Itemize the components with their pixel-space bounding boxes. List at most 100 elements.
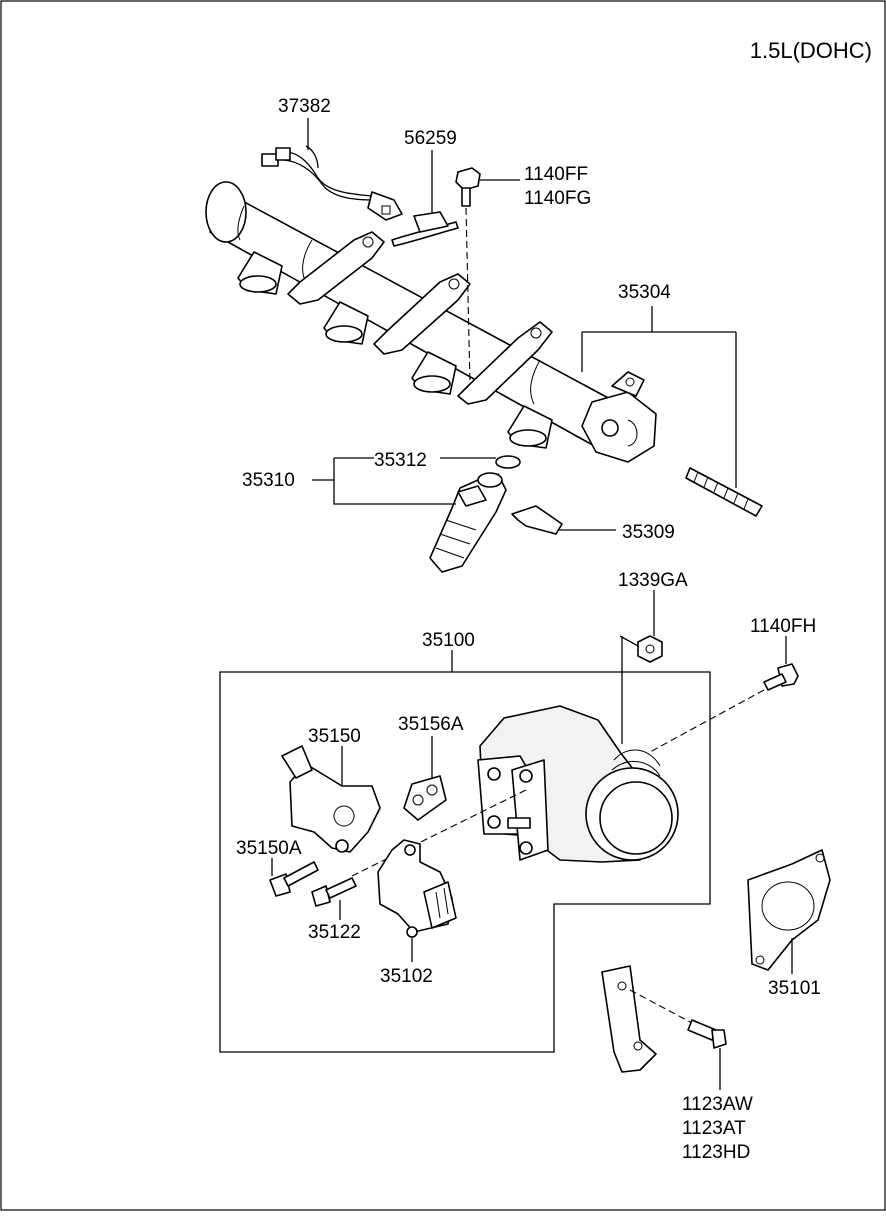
tps-connector xyxy=(423,881,457,929)
mounting-bracket xyxy=(601,965,657,1073)
label-1140fg: 1140FG xyxy=(524,188,591,209)
bolt-1140ff xyxy=(455,167,520,385)
mount-hole-1 xyxy=(487,767,501,781)
clamp-head xyxy=(413,211,449,233)
injector-cup-4-base xyxy=(509,429,547,447)
gasket-35156a xyxy=(403,736,447,821)
label-37382: 37382 xyxy=(278,96,331,117)
label-1123aw: 1123AW xyxy=(682,1094,753,1115)
screws xyxy=(269,789,527,920)
label-56259: 56259 xyxy=(404,128,457,149)
throttle-bore-inner xyxy=(599,781,673,855)
throttle-shaft xyxy=(507,817,531,829)
wiring-harness-37382 xyxy=(261,118,403,221)
bracket-bolt-dash xyxy=(629,989,695,1025)
bracket-bolt-head xyxy=(711,1029,727,1049)
fuel-rail-group xyxy=(205,181,657,463)
rail-bracket-1 xyxy=(287,231,385,305)
nut-hole xyxy=(645,644,655,654)
throttle-gasket-bore xyxy=(761,881,815,931)
bracket-bolt-shank xyxy=(687,1019,717,1041)
flange-port xyxy=(627,419,638,447)
label-1140ff: 1140FF xyxy=(524,164,588,185)
bolt-dash-line xyxy=(465,207,471,385)
throttle-side-plate xyxy=(511,759,549,861)
mounting-bracket-hole-2 xyxy=(633,1041,643,1051)
idle-speed-actuator-35150 xyxy=(281,745,381,853)
actuator-body xyxy=(289,763,381,853)
label-1123hd: 1123HD xyxy=(682,1142,750,1163)
leader-35304 xyxy=(581,306,737,488)
gasket-outline xyxy=(403,775,447,821)
label-35122: 35122 xyxy=(308,922,361,943)
stud-35304 xyxy=(581,306,763,517)
rail-ring-1 xyxy=(237,205,245,241)
harness-wire-a xyxy=(281,151,373,197)
bolt-1140fh xyxy=(649,636,799,753)
label-35101: 35101 xyxy=(768,978,821,999)
leader-35310 xyxy=(312,457,456,505)
label-35312: 35312 xyxy=(374,450,427,471)
nut-leader-line xyxy=(619,635,639,744)
harness-connector-2 xyxy=(275,147,291,161)
gasket-hole-2 xyxy=(426,784,438,796)
mounting-bracket-hole-1 xyxy=(617,981,627,991)
label-35100: 35100 xyxy=(422,630,475,651)
label-1123at: 1123AT xyxy=(682,1118,746,1139)
o-ring-35312 xyxy=(495,455,521,469)
rail-bracket-4 xyxy=(611,371,645,397)
harness-wire-c xyxy=(305,145,319,169)
flange-hole xyxy=(601,419,619,437)
throttle-gasket-outline xyxy=(747,849,831,971)
label-1140fh: 1140FH xyxy=(750,616,816,637)
injector-top xyxy=(477,472,503,488)
connector-3-pin xyxy=(381,205,391,215)
bracket-hole-3 xyxy=(530,327,542,339)
label-35156a: 35156A xyxy=(398,714,464,735)
rail-bracket-2 xyxy=(373,273,471,355)
throttle-position-sensor-35102 xyxy=(377,839,457,962)
bracket-hole-4 xyxy=(625,377,635,387)
nut xyxy=(637,635,663,663)
bracket-and-bolt-1123 xyxy=(601,965,727,1090)
actuator-mount-hole xyxy=(335,839,349,853)
label-35304: 35304 xyxy=(618,282,671,303)
gasket-35101-hole-2 xyxy=(755,955,765,965)
mount-hole-2 xyxy=(487,815,501,829)
screw-35122-shank xyxy=(325,877,357,899)
bolt-shank xyxy=(461,187,471,207)
harness-wire-b xyxy=(283,159,375,201)
label-35150: 35150 xyxy=(308,726,361,747)
side-plate-hole-1 xyxy=(519,769,533,783)
nut-1339ga xyxy=(619,590,663,744)
label-35309: 35309 xyxy=(622,522,675,543)
rail-bracket-3 xyxy=(457,321,553,405)
label-35310: 35310 xyxy=(242,470,295,491)
injector-cup-3-base xyxy=(413,375,451,393)
clip-35309 xyxy=(511,505,563,535)
bolt-head xyxy=(455,167,481,191)
tps-mount-hole-bottom xyxy=(406,926,418,938)
assembly-box-35100 xyxy=(219,671,711,1053)
gasket-hole-1 xyxy=(412,794,424,806)
gasket-35101 xyxy=(747,849,831,974)
screw-35150a-shank xyxy=(283,861,319,887)
throttle-body xyxy=(477,705,679,863)
bracket-hole-1 xyxy=(362,236,374,248)
stud-thread xyxy=(693,471,749,510)
injector-group xyxy=(312,455,616,573)
injector-grooves xyxy=(435,519,477,559)
label-35150a: 35150A xyxy=(236,838,302,859)
rail-end-cap xyxy=(205,181,247,243)
rail-ring-3 xyxy=(530,359,541,405)
screw-35122-head xyxy=(311,885,331,907)
bracket-hole-2 xyxy=(448,278,460,290)
engine-title: 1.5L(DOHC) xyxy=(750,38,872,63)
clamp-56259 xyxy=(391,150,459,247)
tps-mount-hole-top xyxy=(404,844,416,856)
label-35102: 35102 xyxy=(380,966,433,987)
actuator-connector xyxy=(281,745,313,779)
